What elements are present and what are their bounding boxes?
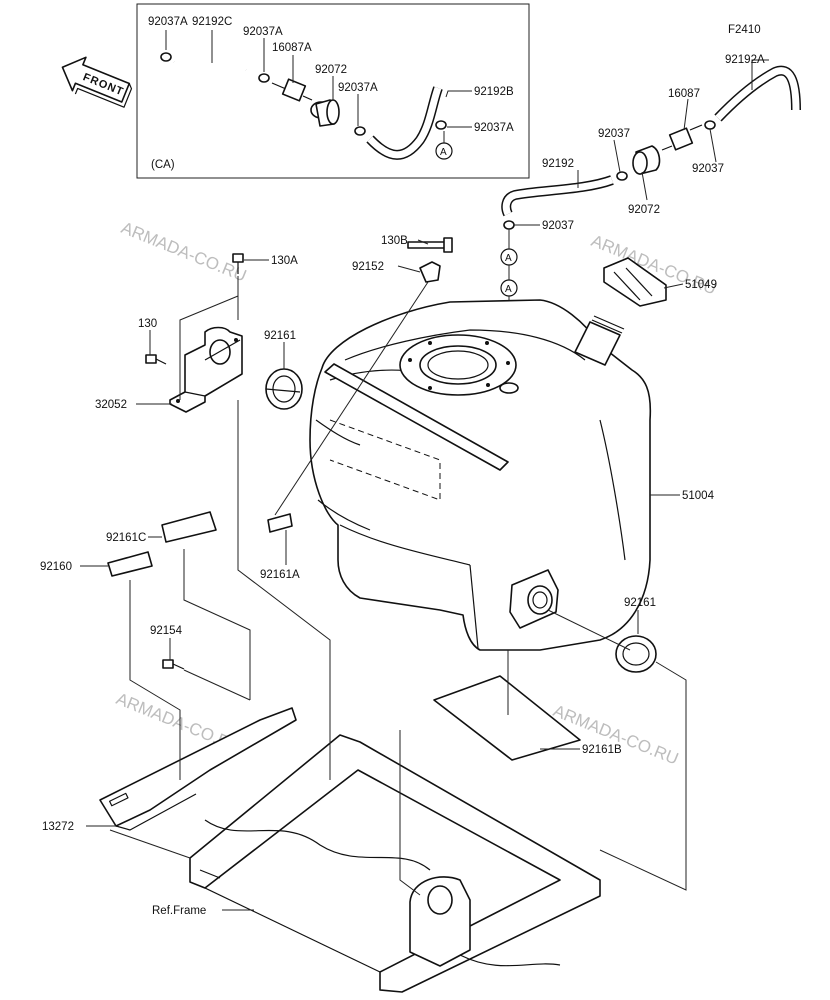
part-label: 92152 — [352, 261, 384, 273]
bolts — [145, 237, 453, 670]
part-label: 16087 — [668, 88, 700, 100]
part-label: 92037 — [692, 163, 724, 175]
part-label: 92037A — [338, 82, 378, 94]
part-label: F2410 — [728, 24, 761, 36]
ca-inset-frame — [136, 3, 530, 179]
fuel-tank — [309, 299, 652, 651]
part-label: 92037A — [474, 122, 514, 134]
part-labels: F2410 92037A 92192C 92037A 16087A 92072 … — [40, 16, 765, 917]
part-label: 51049 — [685, 279, 717, 291]
part-label: 92072 — [628, 204, 660, 216]
part-label: 92192A — [725, 54, 765, 66]
part-label: 130A — [271, 255, 298, 267]
vent-hose-assembly: A A — [500, 65, 801, 385]
part-label: 92192C — [192, 16, 232, 28]
leader-lines — [80, 30, 769, 911]
ca-inset-label: (CA) — [151, 159, 175, 171]
frame-and-bracket — [99, 707, 601, 993]
tank-bracket — [169, 326, 243, 413]
part-label: 92161B — [582, 744, 622, 756]
front-direction-arrow: FRONT — [61, 56, 133, 108]
inset-vent-hose-parts: A — [160, 52, 453, 160]
part-label: 92072 — [315, 64, 347, 76]
part-label: 51004 — [682, 490, 715, 502]
part-label: 92037A — [148, 16, 188, 28]
ref-marker-a: A — [440, 147, 447, 158]
part-label: 92037 — [598, 128, 630, 140]
fuel-cap — [603, 257, 667, 307]
part-label: 92192B — [474, 86, 514, 98]
ref-marker-a: A — [505, 284, 512, 295]
part-label: 92161 — [624, 597, 656, 609]
part-label: 92192 — [542, 158, 574, 170]
part-label: 92161 — [264, 330, 296, 342]
part-label: 92161A — [260, 569, 300, 581]
grommets-and-pads — [107, 261, 657, 761]
part-label: 130B — [381, 235, 408, 247]
ref-marker-a: A — [505, 253, 512, 264]
part-label: 92161C — [106, 532, 146, 544]
part-label: 92160 — [40, 561, 72, 573]
part-label: 92037A — [243, 26, 283, 38]
part-label: 130 — [138, 318, 157, 330]
part-label: 32052 — [95, 399, 127, 411]
watermark: ARMADA-CO.RU — [119, 218, 250, 286]
part-label: Ref.Frame — [152, 905, 206, 917]
part-label: 92154 — [150, 625, 183, 637]
part-label: 13272 — [42, 821, 74, 833]
part-label: 16087A — [272, 42, 312, 54]
part-label: 92037 — [542, 220, 574, 232]
